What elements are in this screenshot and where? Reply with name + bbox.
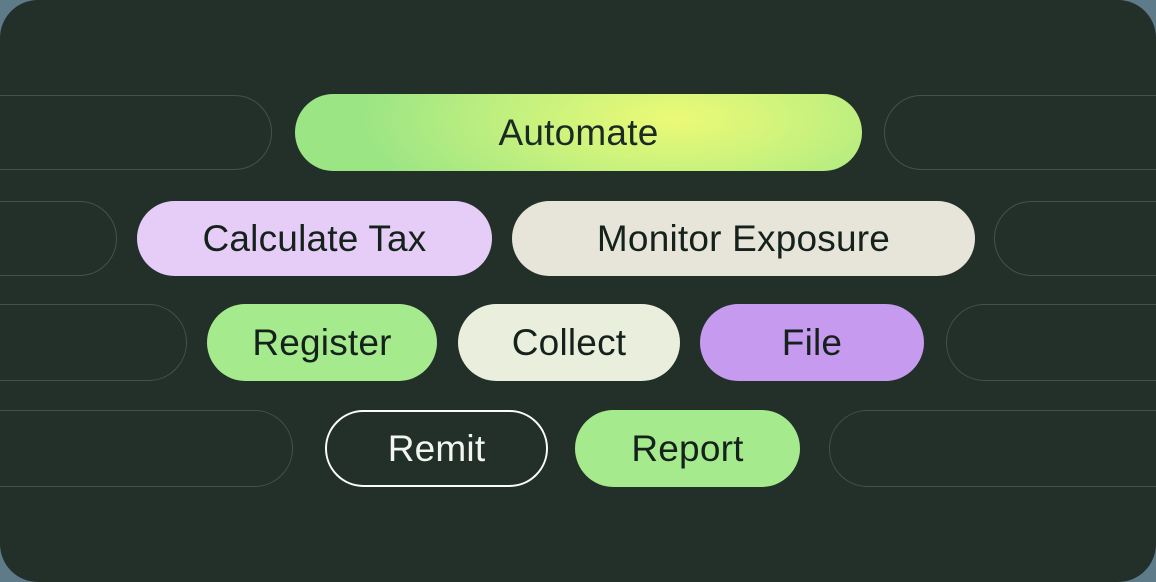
pill-collect[interactable]: Collect [458,304,680,381]
pill-remit[interactable]: Remit [325,410,548,487]
pill-automate[interactable]: Automate [295,94,862,171]
ghost-pill-outline [0,304,187,381]
pill-file[interactable]: File [700,304,924,381]
pill-report[interactable]: Report [575,410,800,487]
pill-monitor-exposure[interactable]: Monitor Exposure [512,201,975,276]
pill-register[interactable]: Register [207,304,437,381]
ghost-pill-outline [829,410,1156,487]
ghost-pill-outline [0,410,293,487]
ghost-pill-outline [884,95,1156,170]
ghost-pill-outline [946,304,1156,381]
ghost-pill-outline [0,95,272,170]
ghost-pill-outline [0,201,117,276]
ghost-pill-outline [994,201,1156,276]
pill-calculate-tax[interactable]: Calculate Tax [137,201,492,276]
